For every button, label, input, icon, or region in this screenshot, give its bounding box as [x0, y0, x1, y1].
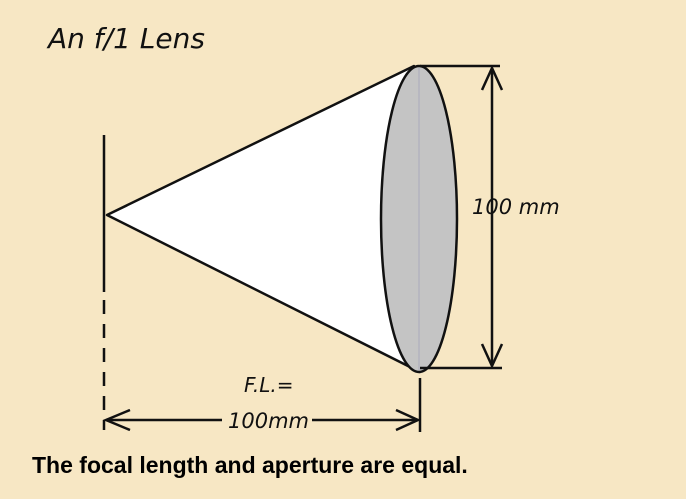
focal-length-label-line1: F.L.= [244, 373, 294, 397]
diagram-title: An f/1 Lens [46, 22, 205, 55]
aperture-label: 100 mm [472, 195, 560, 219]
aperture-dimension [420, 64, 504, 370]
light-cone [105, 64, 422, 374]
caption: The focal length and aperture are equal. [32, 452, 468, 478]
focal-length-dimension [102, 378, 422, 432]
focal-length-label-line2: 100mm [228, 409, 309, 433]
